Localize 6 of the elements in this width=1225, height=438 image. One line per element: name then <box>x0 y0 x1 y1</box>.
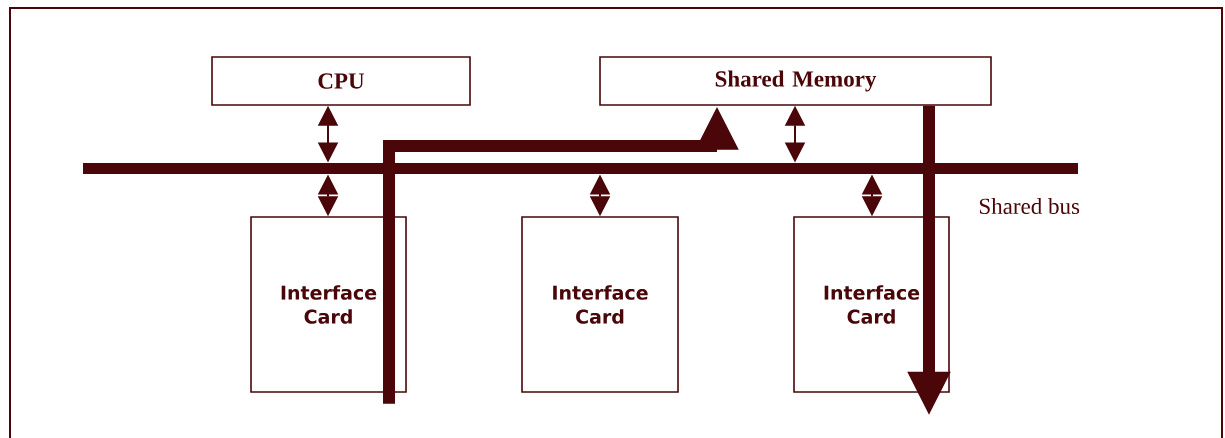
component-box: CPU <box>211 56 471 106</box>
interface-card-box: Interface Card <box>250 216 407 393</box>
bus-label: Shared bus <box>979 197 1080 215</box>
interface-card-box: Interface Card <box>521 216 679 393</box>
component-box: Shared Memory <box>599 56 992 106</box>
interface-card-box: Interface Card <box>793 216 950 393</box>
